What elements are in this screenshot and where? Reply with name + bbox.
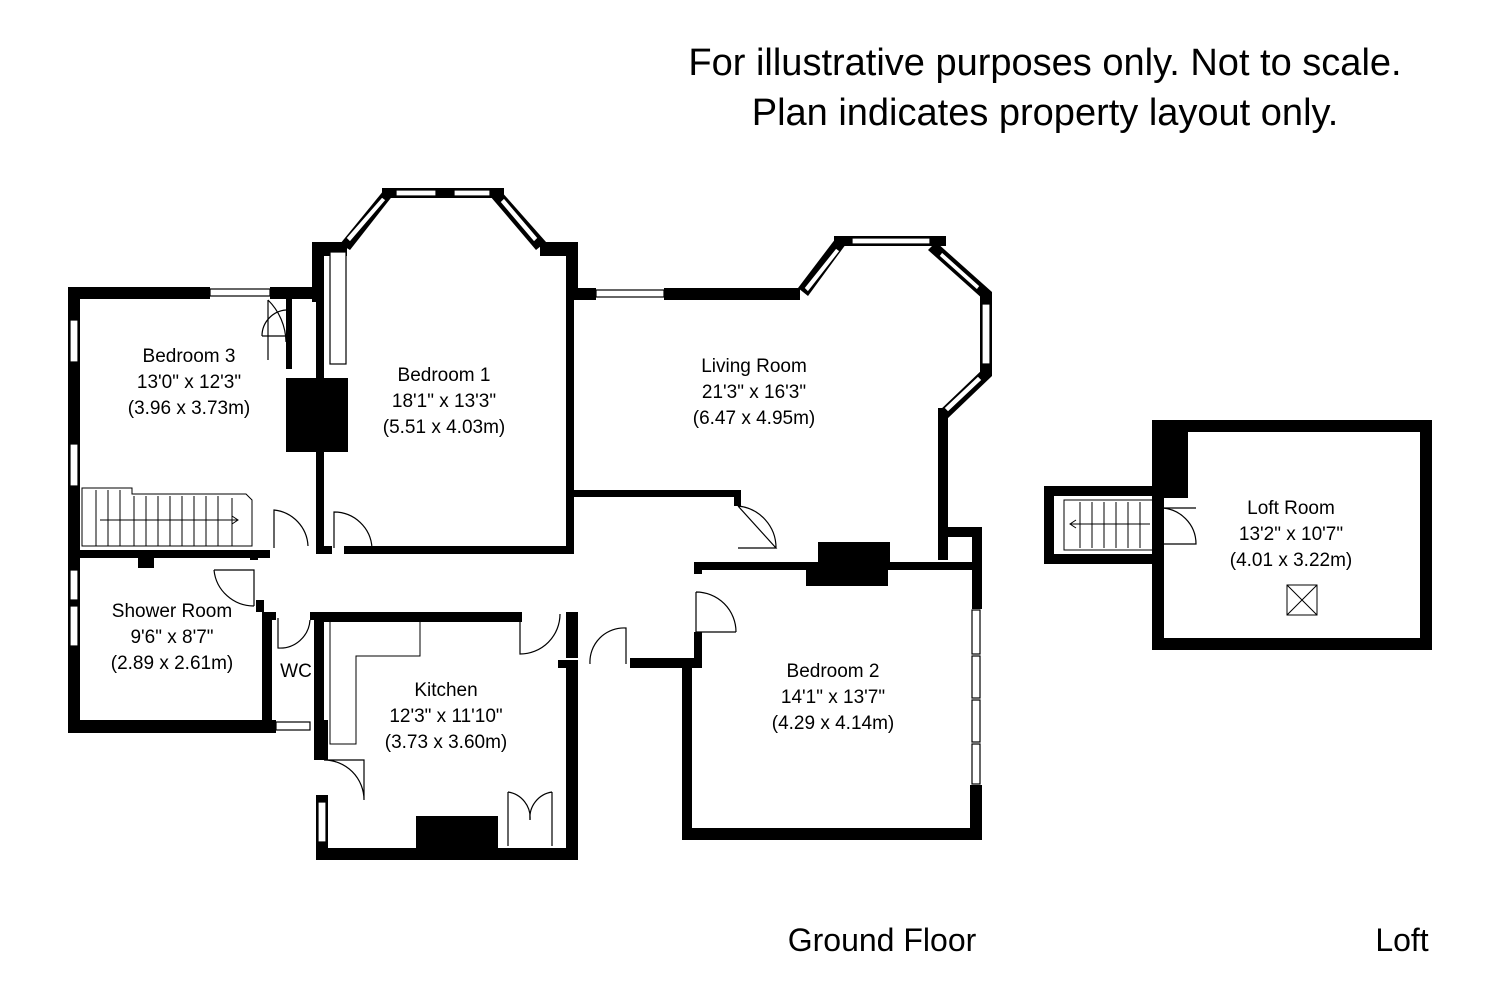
room-labels: Bedroom 3 13'0" x 12'3" (3.96 x 3.73m) B… [111,346,1353,753]
shower-room-name: Shower Room [112,601,232,622]
bedroom-2-name: Bedroom 2 [787,661,880,682]
living-room-imperial: 21'3" x 16'3" [702,382,806,403]
loft-room-name: Loft Room [1247,498,1335,519]
windows [69,251,981,843]
floor-labels: Ground Floor Loft [788,922,1429,958]
kitchen-name: Kitchen [414,680,477,701]
living-room-name: Living Room [701,356,807,377]
bedroom-3-metric: (3.96 x 3.73m) [128,398,251,419]
loft-walls [1044,420,1432,650]
disclaimer: For illustrative purposes only. Not to s… [600,38,1490,138]
ground-floor-walls [68,242,982,860]
bedroom-1-metric: (5.51 x 4.03m) [383,417,506,438]
bedroom-3-imperial: 13'0" x 12'3" [137,372,241,393]
shower-room-imperial: 9'6" x 8'7" [130,627,213,648]
loft-room-metric: (4.01 x 3.22m) [1230,550,1353,571]
doors [213,299,778,846]
shower-room-metric: (2.89 x 2.61m) [111,653,234,674]
wc-name: WC [280,661,312,682]
bedroom-1-name: Bedroom 1 [398,365,491,386]
kitchen-worktop [329,622,421,745]
ground-floor-label: Ground Floor [788,922,977,958]
disclaimer-line-2: Plan indicates property layout only. [751,92,1339,134]
living-room-metric: (6.47 x 4.95m) [693,408,816,429]
kitchen-metric: (3.73 x 3.60m) [385,732,508,753]
living-room-bay [798,236,992,420]
bedroom-1-imperial: 18'1" x 13'3" [392,391,496,412]
bedroom-1-bay [340,188,546,250]
loft-label: Loft [1375,922,1428,958]
bedroom-2-imperial: 14'1" x 13'7" [781,687,885,708]
bedroom-2-metric: (4.29 x 4.14m) [772,713,895,734]
disclaimer-line-1: For illustrative purposes only. Not to s… [688,42,1402,84]
kitchen-imperial: 12'3" x 11'10" [389,706,502,727]
loft-room-imperial: 13'2" x 10'7" [1239,524,1343,545]
staircase [81,487,253,547]
bedroom-3-name: Bedroom 3 [143,346,236,367]
